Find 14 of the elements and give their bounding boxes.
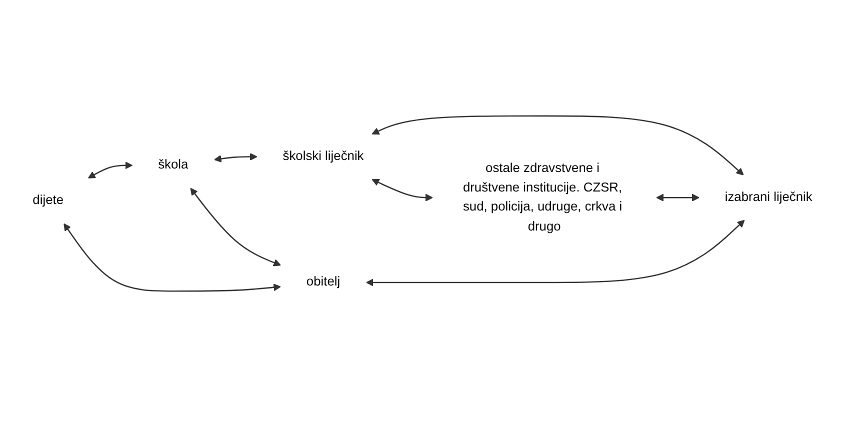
arrow (656, 194, 700, 202)
arrow (190, 188, 281, 266)
arrow (372, 115, 744, 176)
node-text: dijete (32, 192, 64, 208)
arrow (64, 223, 281, 292)
node-text: ostale zdravstvene i društvene institucije. CZSR, sud, policija, udruge, crkva i drugo (462, 160, 622, 234)
node-text: obitelj (306, 274, 340, 290)
node-text: izabrani liječnik (724, 190, 812, 204)
node-text: škola (158, 157, 188, 172)
arrow (366, 220, 745, 286)
arrow (214, 152, 258, 162)
node-text: školski liječnik (282, 148, 364, 164)
arrow (88, 162, 133, 178)
arrow (372, 178, 433, 202)
